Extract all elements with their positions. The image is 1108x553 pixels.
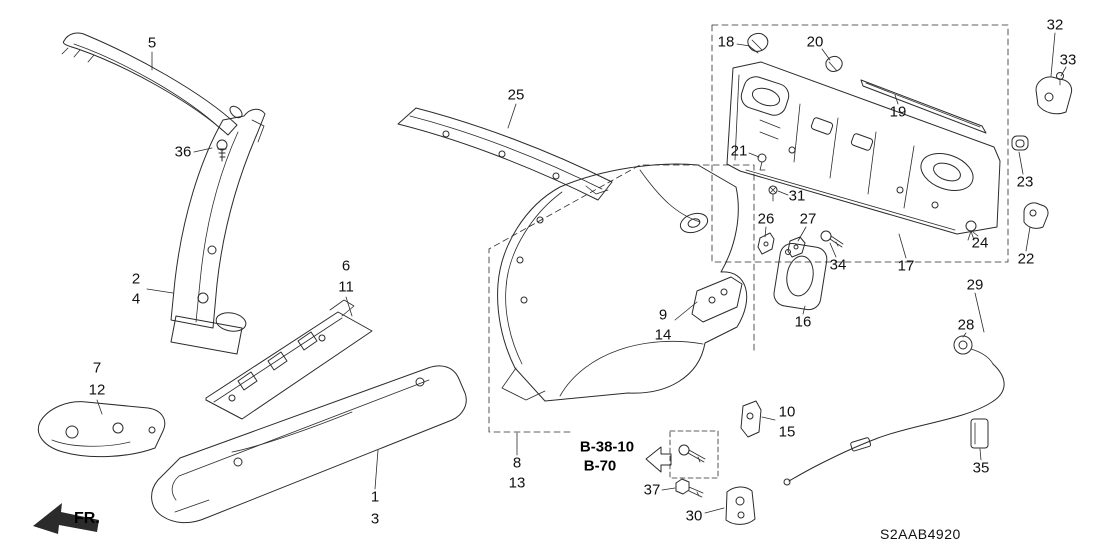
leader-lines: [96, 32, 1067, 514]
part-7-12-stiffener-drawing: [38, 401, 166, 458]
part-28-29-fuel-cable-drawing: [783, 335, 1005, 486]
part-30-bracket-drawing: [725, 486, 756, 525]
rear-panel-dashed-boundary: [711, 24, 1009, 263]
callout-24: 24: [971, 234, 989, 252]
part-6-11-inner-sill-drawing: [205, 299, 373, 420]
callout-35: 35: [972, 459, 990, 477]
callout-9: 9: [658, 306, 668, 324]
callout-7: 7: [92, 359, 102, 377]
part-10-15-bracket-drawing: [740, 400, 762, 438]
callout-3: 3: [370, 510, 380, 528]
callout-30: 30: [685, 507, 703, 525]
part-24-clip-drawing: [965, 220, 977, 241]
callout-4: 4: [131, 290, 141, 308]
callout-14: 14: [654, 326, 672, 344]
part-25-rear-rail-drawing: [397, 107, 613, 201]
part-27-bracket-drawing: [787, 236, 806, 258]
part-36-bolt-drawing: [216, 139, 228, 162]
part-17-rear-panel-drawing: [726, 61, 1001, 235]
part-1-3-outer-sill-drawing: [151, 365, 467, 524]
part-19-strip-drawing: [860, 79, 987, 134]
ref-label-b-38-10: B-38-10: [579, 438, 635, 456]
callout-6: 6: [341, 257, 351, 275]
callout-10: 10: [778, 403, 796, 421]
callout-29: 29: [966, 276, 984, 294]
part-26-bracket-drawing: [757, 232, 775, 255]
part-37-bolt-drawing: [675, 478, 704, 498]
callout-23: 23: [1016, 173, 1034, 191]
callout-11: 11: [338, 278, 354, 296]
part-2-4-front-pillar-drawing: [170, 108, 266, 355]
callout-15: 15: [778, 423, 796, 441]
callout-21: 21: [730, 142, 748, 160]
part-21-clip-drawing: [757, 153, 767, 171]
callout-28: 28: [957, 316, 975, 334]
callout-36: 36: [174, 143, 192, 161]
callout-32: 32: [1046, 16, 1064, 34]
callout-27: 27: [799, 210, 817, 228]
callout-16: 16: [794, 313, 812, 331]
callout-20: 20: [806, 33, 824, 51]
part-20-clip-drawing: [825, 55, 843, 72]
callout-1: 1: [370, 488, 380, 506]
part-9-14-bracket-drawing: [691, 276, 743, 323]
part-8-13-quarter-panel-drawing: [497, 163, 748, 402]
callout-12: 12: [88, 381, 106, 399]
callout-37: 37: [643, 481, 661, 499]
callout-17: 17: [897, 257, 915, 275]
callout-25: 25: [507, 86, 525, 104]
callout-19: 19: [889, 103, 907, 121]
callout-26: 26: [757, 210, 775, 228]
quarter-panel-dashed-boundary: [488, 164, 755, 433]
callout-13: 13: [508, 474, 526, 492]
ref-arrow-icon: [645, 446, 672, 473]
callout-5: 5: [147, 34, 157, 52]
fr-direction-arrow-icon: [33, 503, 99, 534]
part-31-screw-drawing: [768, 185, 778, 202]
part-16-fuel-lid-drawing: [773, 243, 828, 311]
part-32-33-bracket-drawing: [1035, 72, 1073, 115]
ref-parts-box: [669, 430, 719, 479]
callout-31: 31: [788, 187, 806, 205]
callout-22: 22: [1017, 250, 1035, 268]
callout-8: 8: [512, 454, 522, 472]
callout-33: 33: [1059, 51, 1077, 69]
part-18-clip-drawing: [747, 32, 769, 54]
callout-18: 18: [717, 33, 735, 51]
fr-label: FR.: [74, 510, 100, 527]
part-22-bracket-drawing: [1023, 202, 1049, 229]
callout-2: 2: [131, 270, 141, 288]
part-35-cushion-drawing: [970, 418, 989, 449]
part-34-bolt-drawing: [820, 230, 844, 248]
ref-label-b-70: B-70: [583, 457, 617, 475]
callout-34: 34: [829, 256, 847, 274]
part-23-grommet-drawing: [1011, 135, 1029, 151]
diagram-code: S2AAB4920: [880, 526, 961, 542]
